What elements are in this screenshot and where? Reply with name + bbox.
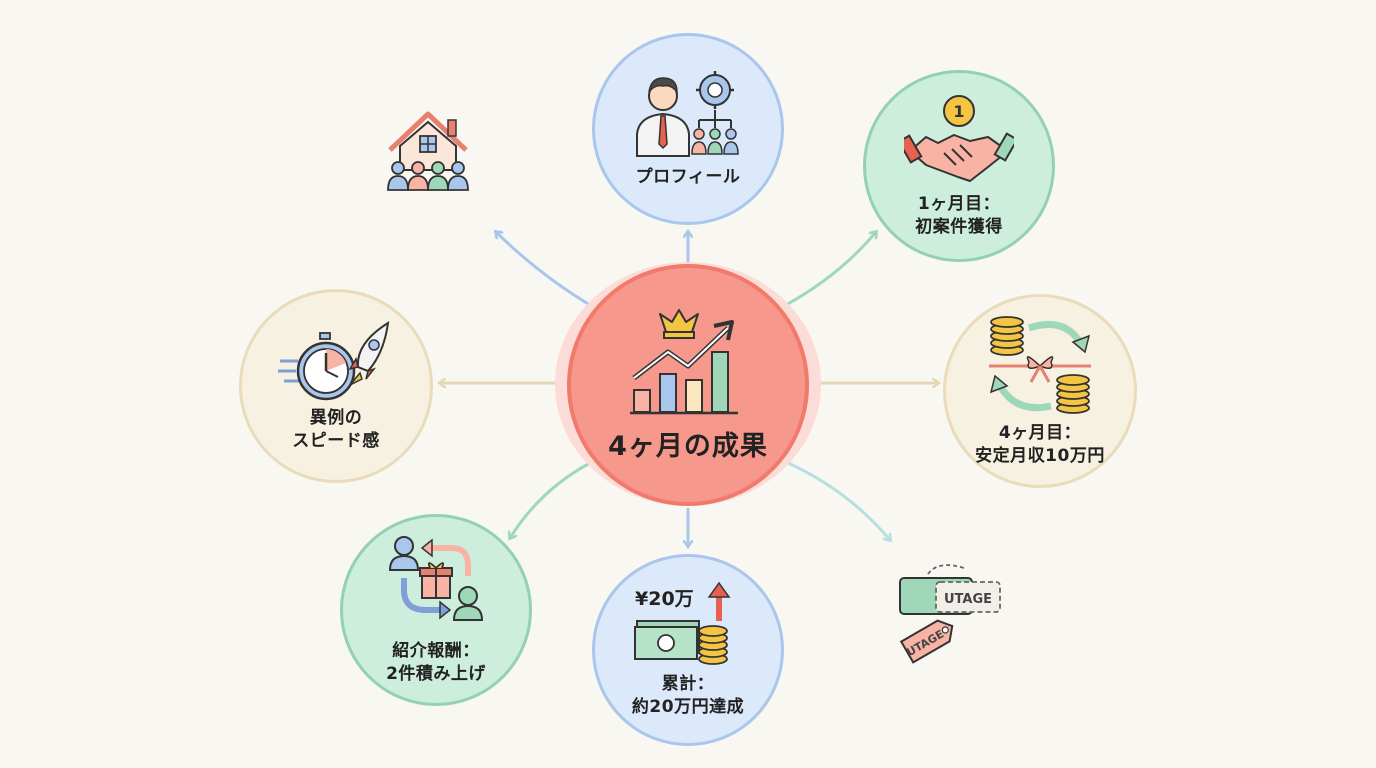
center-node: 4ヶ月の成果 (567, 264, 809, 506)
arrow-to-referral (510, 461, 591, 538)
arrow-to-community (496, 232, 591, 307)
cumulative-icon-text: ¥20万 (635, 588, 694, 610)
arrow-to-first-month (785, 232, 876, 307)
svg-text:1: 1 (953, 102, 964, 121)
center-title: 4ヶ月の成果 (608, 430, 768, 462)
arrow-to-utage (785, 460, 890, 540)
fourth-month-node: 4ヶ月目： 安定月収10万円 (943, 294, 1137, 488)
person-gear-team-icon (636, 70, 739, 157)
first-month-node: 1 1ヶ月目： 初案件獲得 (863, 70, 1055, 262)
utage-tag-icon: UTAGE UTAGE (899, 564, 1001, 664)
fourth-month-label: 4ヶ月目： 安定月収10万円 (975, 423, 1105, 466)
profile-node: プロフィール (592, 33, 784, 225)
cumulative-label: 累計： 約20万円達成 (631, 674, 745, 717)
referral-node: 紹介報酬： 2件積み上げ (340, 514, 532, 706)
stopwatch-rocket-icon (278, 321, 390, 401)
speed-node: 異例の スピード感 (239, 289, 433, 483)
house-community-icon (387, 111, 469, 191)
first-month-label: 1ヶ月目： 初案件獲得 (915, 194, 1003, 237)
handshake-coin-icon: 1 (904, 95, 1014, 182)
cash-coins-arrow-icon: ¥20万 (634, 581, 731, 665)
referral-label: 紹介報酬： 2件積み上げ (386, 641, 486, 684)
referral-gift-cycle-icon (388, 536, 484, 621)
crown-growth-chart-icon (630, 308, 738, 414)
profile-label: プロフィール (635, 166, 741, 187)
cumulative-node: ¥20万 累計： 約20万円達成 (592, 554, 784, 746)
coins-cycle-gift-icon (989, 316, 1091, 414)
speed-label: 異例の スピード感 (292, 408, 380, 451)
utage-tag-text-1: UTAGE (944, 592, 992, 607)
